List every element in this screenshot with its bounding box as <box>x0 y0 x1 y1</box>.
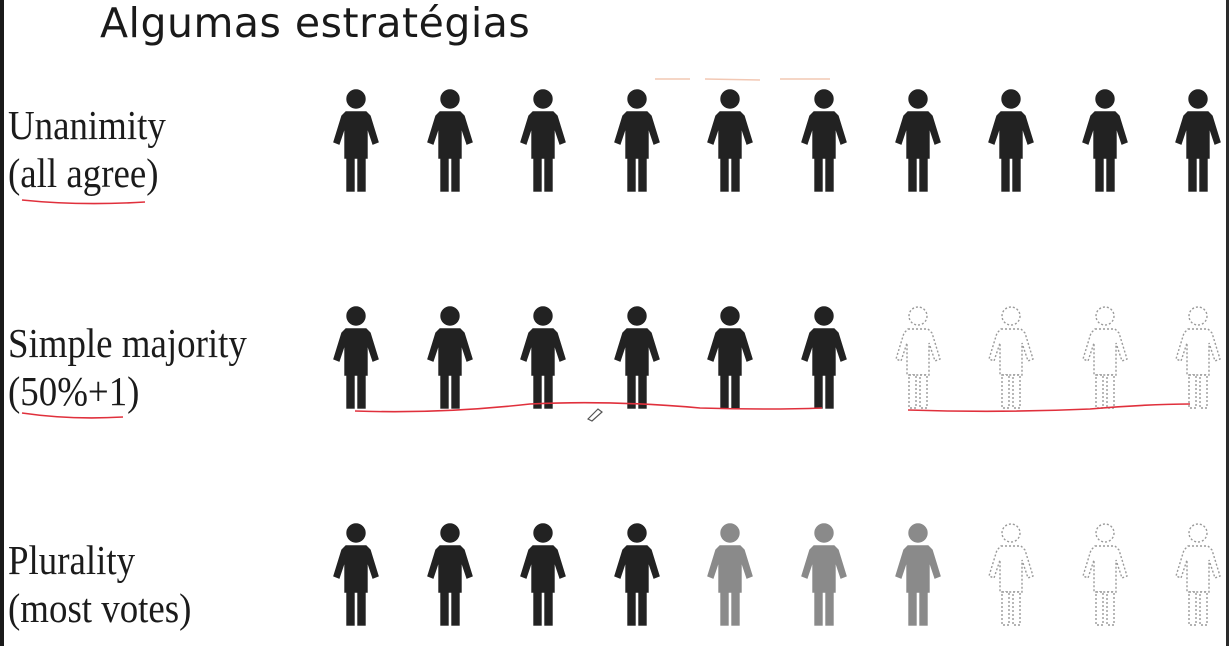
person-icon-partial <box>800 522 848 627</box>
window-edge-left <box>0 0 4 646</box>
person-icon-agree <box>706 88 754 193</box>
person-icon-agree <box>332 522 380 627</box>
person-icon-agree <box>987 88 1035 193</box>
row-label-plurality: Plurality <box>8 537 136 583</box>
row-label-plurality-sub: (most votes) <box>8 585 192 631</box>
figures-row-simple-majority <box>332 305 1222 415</box>
person-icon-agree <box>519 88 567 193</box>
slide-title: Algumas estratégias <box>100 0 531 47</box>
person-icon-agree <box>1081 88 1129 193</box>
person-icon-agree <box>426 305 474 410</box>
row-label-simple-majority: Simple majority <box>8 320 247 366</box>
window-edge-right <box>1226 0 1229 646</box>
person-icon-agree <box>426 88 474 193</box>
row-label-simple-majority-sub: (50%+1) <box>8 368 140 414</box>
figures-row-plurality <box>332 522 1222 632</box>
person-icon-agree <box>519 305 567 410</box>
person-icon-agree <box>332 88 380 193</box>
person-icon-disagree <box>987 305 1035 410</box>
row-label-unanimity: Unanimity <box>8 102 166 148</box>
person-icon-agree <box>706 305 754 410</box>
person-icon-disagree <box>1174 522 1222 627</box>
person-icon-agree <box>613 305 661 410</box>
person-icon-partial <box>894 522 942 627</box>
person-icon-agree <box>332 305 380 410</box>
ink-top-marks <box>655 78 830 81</box>
row-label-unanimity-sub: (all agree) <box>8 150 159 196</box>
person-icon-disagree <box>987 522 1035 627</box>
person-icon-agree <box>613 88 661 193</box>
figures-row-unanimity <box>332 88 1222 198</box>
person-icon-agree <box>800 88 848 193</box>
person-icon-agree <box>1174 88 1222 193</box>
person-icon-agree <box>613 522 661 627</box>
person-icon-agree <box>519 522 567 627</box>
person-icon-disagree <box>1081 305 1129 410</box>
person-icon-partial <box>706 522 754 627</box>
person-icon-agree <box>894 88 942 193</box>
person-icon-disagree <box>1081 522 1129 627</box>
person-icon-agree <box>426 522 474 627</box>
ink-underline-all-agree <box>21 199 146 205</box>
person-icon-disagree <box>1174 305 1222 410</box>
person-icon-disagree <box>894 305 942 410</box>
person-icon-agree <box>800 305 848 410</box>
